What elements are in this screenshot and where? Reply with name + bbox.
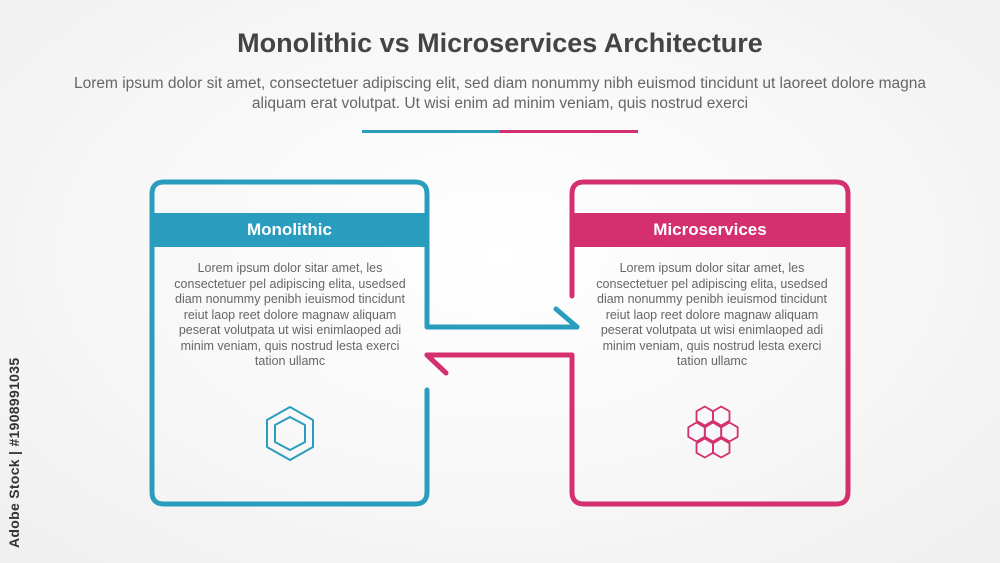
honeycomb-icon: [687, 405, 739, 459]
honeycomb-cell: [687, 421, 706, 443]
monolithic-description: Lorem ipsum dolor sitar amet, les consec…: [174, 261, 406, 368]
honeycomb-cell: [712, 405, 731, 427]
monolithic-title: Monolithic: [247, 220, 332, 239]
divider-right: [500, 130, 638, 133]
honeycomb-cell: [695, 437, 714, 459]
divider-left: [362, 130, 500, 133]
microservices-title: Microservices: [653, 220, 767, 239]
monolithic-header-bg: [152, 213, 427, 247]
microservices-frame: [424, 179, 851, 507]
honeycomb-cell: [720, 421, 739, 443]
hexagon-icon: [266, 406, 314, 461]
arrow-right-line: [424, 293, 580, 330]
monolithic-frame: [149, 179, 580, 507]
page-title: Monolithic vs Microservices Architecture: [237, 28, 763, 58]
microservices-header-bg: [572, 213, 848, 247]
page-subtitle: Lorem ipsum dolor sit amet, consectetuer…: [73, 75, 927, 112]
honeycomb-cell: [695, 405, 714, 427]
watermark: Adobe Stock | #1908991035: [6, 357, 22, 548]
microservices-description: Lorem ipsum dolor sitar amet, les consec…: [596, 261, 828, 368]
arrow-right-head: [553, 306, 580, 330]
arrow-left-head: [424, 352, 449, 376]
honeycomb-cell: [712, 437, 731, 459]
honeycomb-cell: [703, 421, 723, 443]
